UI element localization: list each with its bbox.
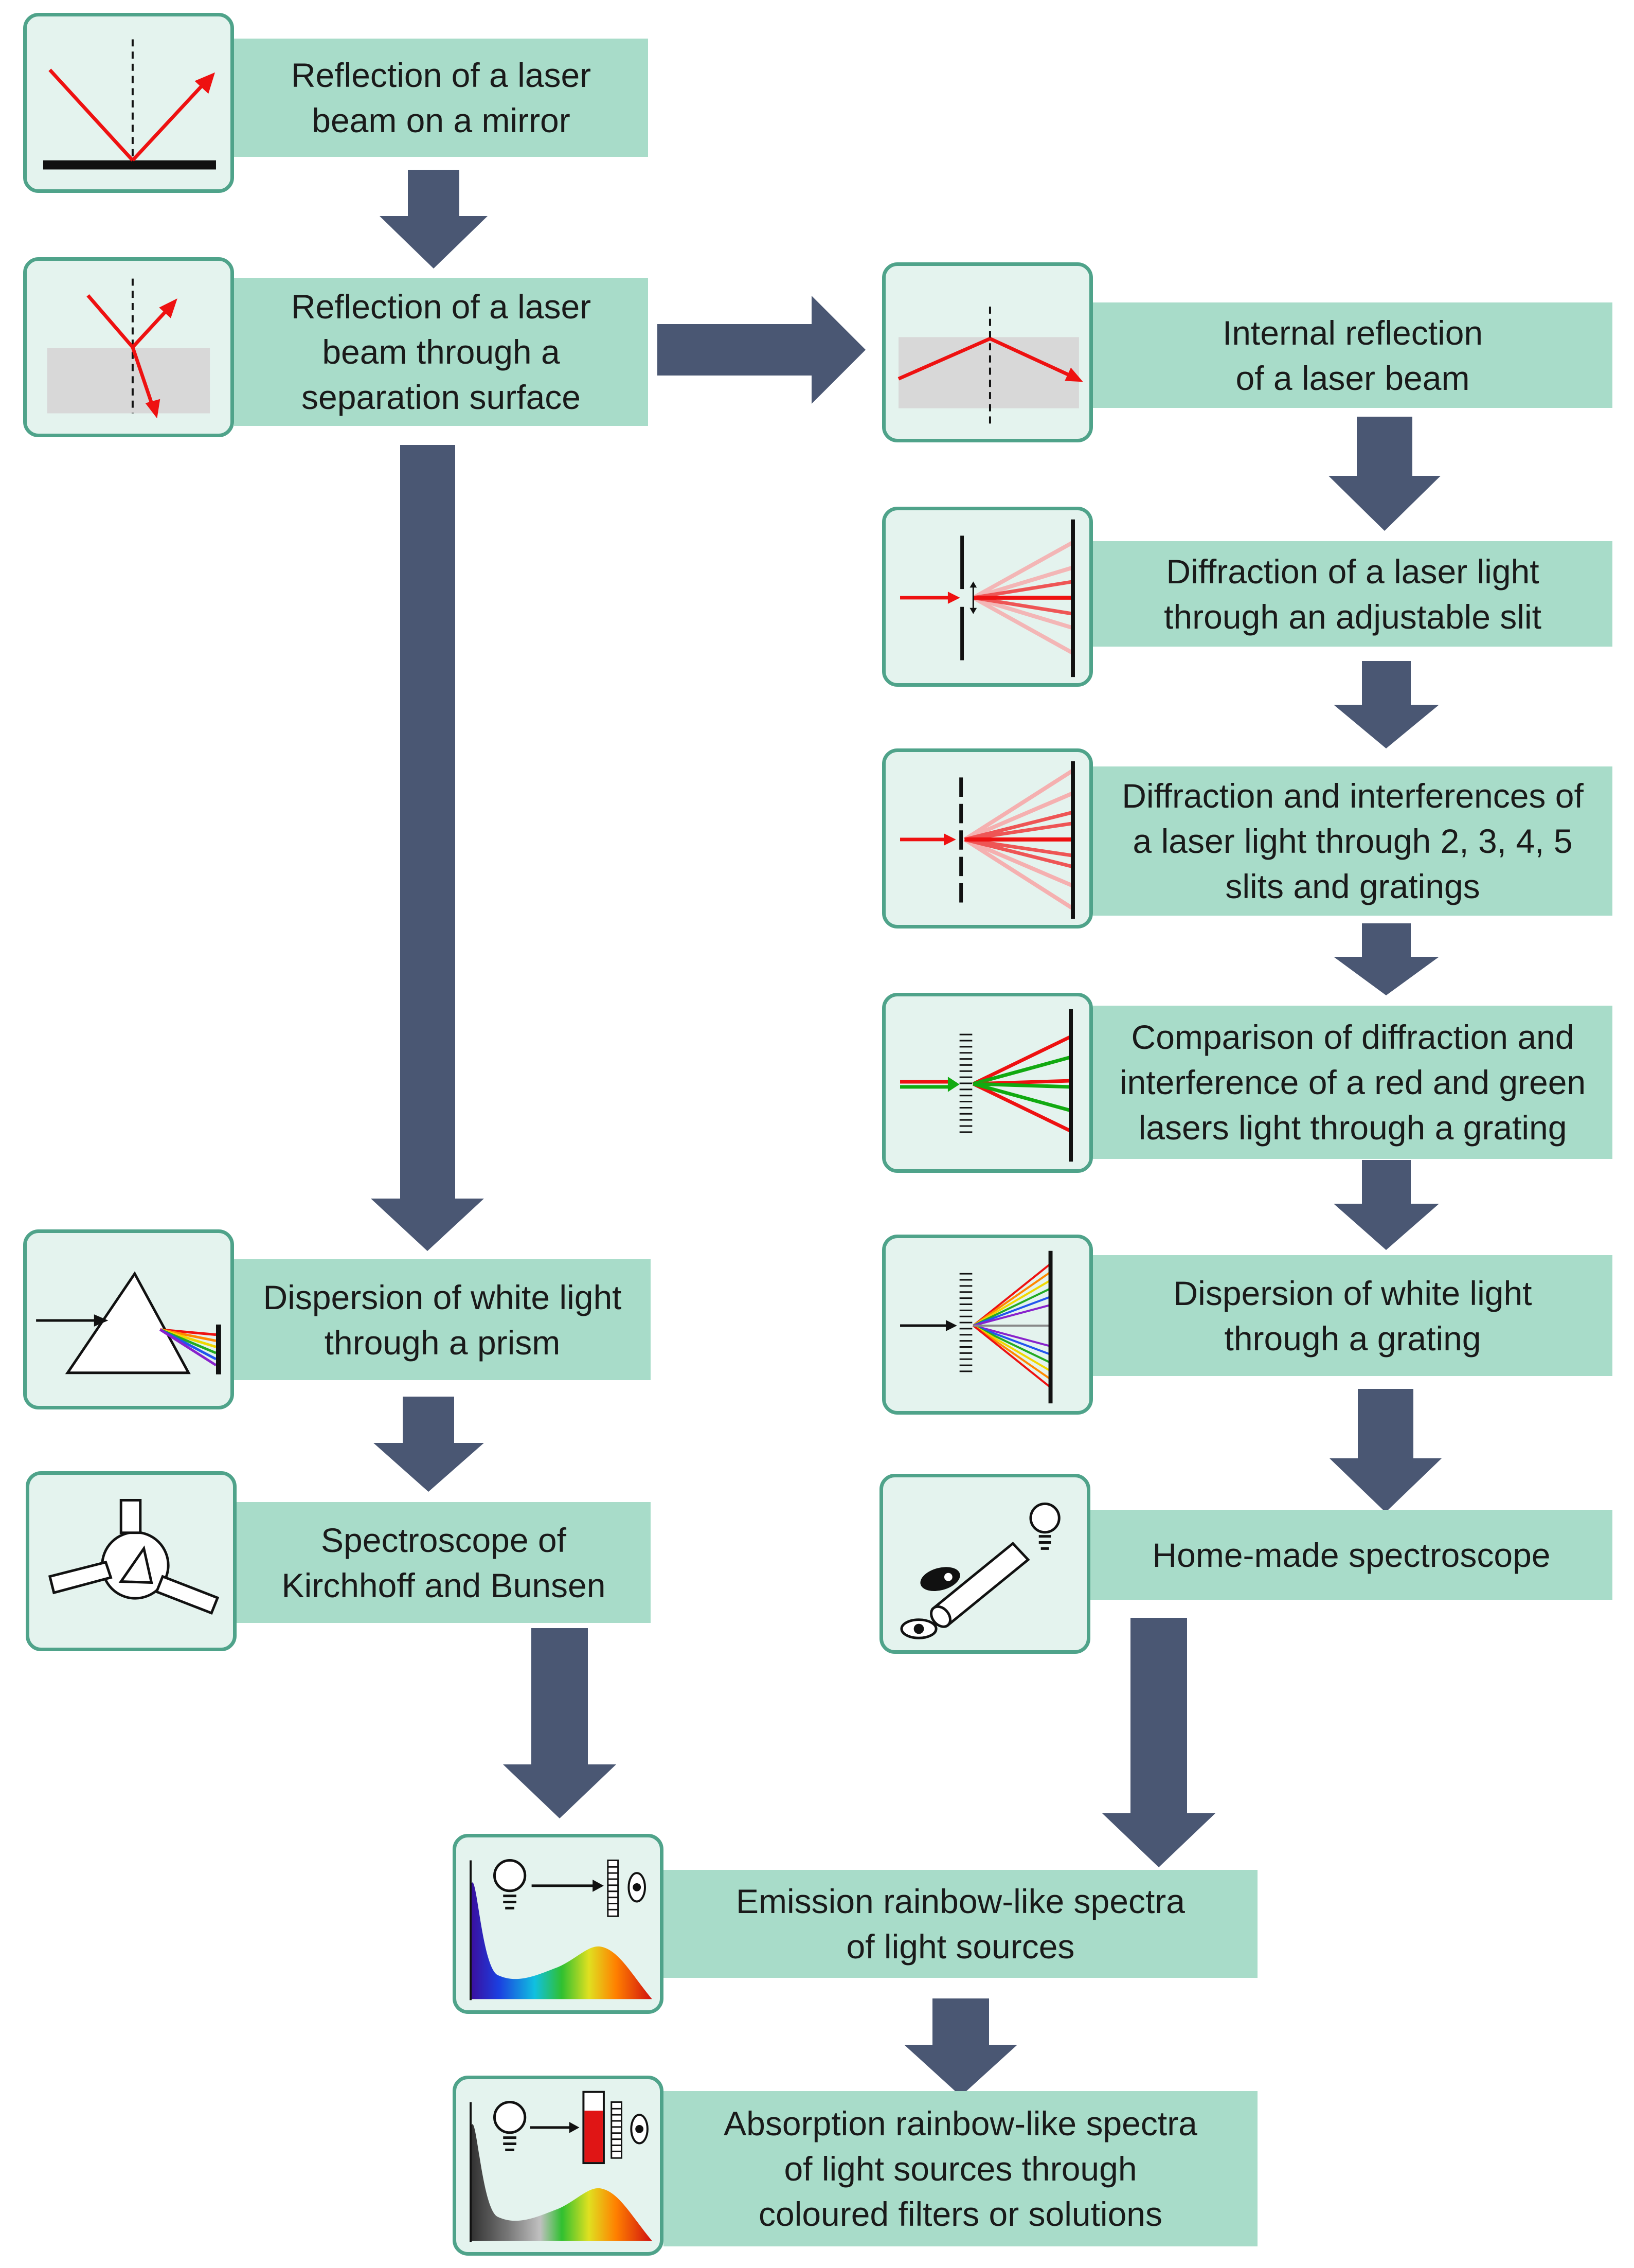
diffraction-slit-label: Diffraction of a laser light through an … <box>1093 541 1612 647</box>
spectroscope-icon <box>26 1471 237 1651</box>
arrow-kirchhoff-to-emission <box>503 1628 616 1818</box>
internal-reflection-label: Internal reflection of a laser beam <box>1093 302 1612 408</box>
arrow-internal-to-slit <box>1328 417 1441 531</box>
red-green-grating-icon <box>882 993 1093 1173</box>
emission-spectrum-icon <box>453 1834 663 2014</box>
diffraction-slits-label: Diffraction and interferences of a laser… <box>1093 766 1612 916</box>
mirror-reflection-icon <box>23 13 234 193</box>
arrow-slits-to-comparison <box>1334 923 1439 995</box>
arrow-surface-to-internal <box>657 296 866 404</box>
grating-dispersion-icon <box>882 1235 1093 1415</box>
tube-spectroscope-icon <box>879 1474 1090 1654</box>
reflection-surface-label: Reflection of a laser beam through a sep… <box>234 278 648 426</box>
prism-icon <box>23 1229 234 1409</box>
arrow-grating-to-homemade <box>1330 1389 1442 1512</box>
reflection-mirror-label: Reflection of a laser beam on a mirror <box>234 39 648 157</box>
homemade-spectroscope-label: Home-made spectroscope <box>1090 1510 1612 1600</box>
internal-reflection-icon <box>882 262 1093 442</box>
multi-slit-icon <box>882 748 1093 928</box>
arrow-prism-to-kirchhoff <box>373 1397 484 1492</box>
single-slit-icon <box>882 507 1093 687</box>
arrow-emission-to-absorption <box>904 1998 1017 2096</box>
arrow-homemade-to-emission <box>1102 1618 1215 1867</box>
arrow-mirror-to-surface <box>380 170 488 269</box>
refraction-icon <box>23 257 234 437</box>
dispersion-grating-label: Dispersion of white light through a grat… <box>1093 1255 1612 1376</box>
absorption-spectrum-icon <box>453 2076 663 2256</box>
spectroscope-kirchhoff-label: Spectroscope of Kirchhoff and Bunsen <box>237 1502 651 1623</box>
dispersion-prism-label: Dispersion of white light through a pris… <box>234 1259 651 1380</box>
arrow-surface-to-prism <box>371 445 484 1251</box>
comparison-red-green-label: Comparison of diffraction and interferen… <box>1093 1006 1612 1159</box>
arrow-slit-to-slits <box>1334 661 1439 748</box>
emission-spectra-label: Emission rainbow-like spectra of light s… <box>663 1870 1258 1978</box>
absorption-spectra-label: Absorption rainbow-like spectra of light… <box>663 2091 1258 2246</box>
arrow-comparison-to-grating <box>1334 1160 1439 1250</box>
